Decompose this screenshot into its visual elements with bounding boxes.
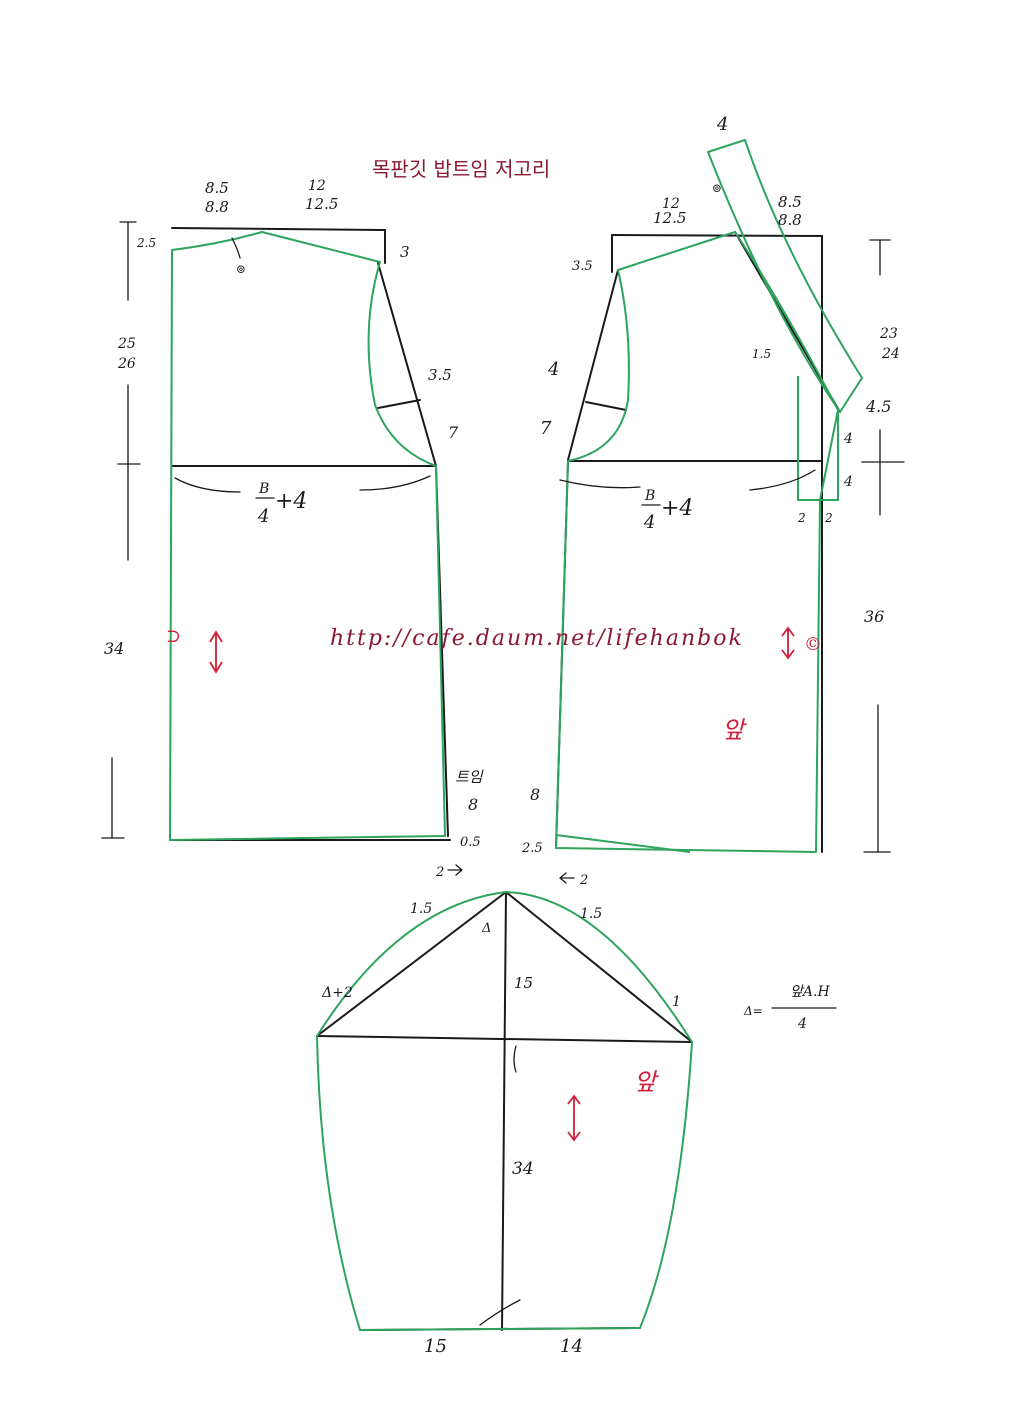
front-chest-arc-right bbox=[749, 469, 816, 491]
front-chest-plus: +4 bbox=[661, 496, 693, 521]
sleeve-delta: Δ bbox=[481, 921, 491, 936]
front-collar-ext: 1.5 bbox=[752, 347, 771, 361]
front-armhole-line bbox=[567, 269, 619, 461]
pattern-title: 목판깃 밥트임 저고리 bbox=[372, 157, 550, 181]
front-facing-width-a: 2 bbox=[797, 511, 806, 525]
front-facing-b: 4 bbox=[843, 474, 853, 490]
front-hem-curve bbox=[555, 834, 691, 853]
back-armhole-guide bbox=[377, 399, 421, 409]
sleeve-center-line bbox=[501, 891, 507, 1331]
sleeve-cap-right: 1.5 bbox=[580, 906, 602, 922]
front-neck-width-a: 8.5 bbox=[778, 193, 802, 211]
front-collar-tip: 4.5 bbox=[865, 397, 891, 416]
back-armhole-point: 3.5 bbox=[428, 366, 452, 384]
sleeve: 1.5 1.5 Δ+2 Δ 15 1 앞 34 15 14 Δ= 앞A.H 4 bbox=[316, 891, 837, 1357]
front-grain-arrow bbox=[781, 626, 795, 660]
front-collar-depth-b: 24 bbox=[881, 346, 900, 362]
back-neck-width-b: 8.8 bbox=[205, 198, 229, 216]
front-grain-mark: ⊚ bbox=[712, 181, 722, 195]
back-chest-arc-left bbox=[174, 477, 241, 493]
front-collar-depth-a: 23 bbox=[879, 326, 898, 342]
front-outline bbox=[555, 231, 839, 853]
back-top-line bbox=[171, 227, 386, 231]
front-facing-a: 4 bbox=[843, 431, 853, 447]
formula-delta: Δ= bbox=[743, 1004, 763, 1018]
front-top-line bbox=[611, 234, 823, 237]
front-shoulder-drop: 3.5 bbox=[572, 259, 593, 274]
back-shoulder-width-b: 12.5 bbox=[305, 195, 338, 213]
back-bottom-offset-arrow bbox=[447, 864, 464, 876]
sleeve-outline bbox=[316, 891, 693, 1331]
front-neck-width-b: 8.8 bbox=[778, 211, 802, 229]
sleeve-center-tick bbox=[513, 1045, 517, 1073]
back-armhole-curve: 7 bbox=[448, 423, 459, 442]
front-fraction-num: B bbox=[644, 488, 655, 504]
front-armhole-point: 4 bbox=[547, 359, 559, 380]
back-fraction-den: 4 bbox=[257, 506, 269, 527]
back-fraction-num: B bbox=[258, 481, 269, 497]
sleeve-front-point: 1 bbox=[672, 994, 681, 1010]
back-slit: 8 bbox=[468, 795, 478, 814]
sleeve-delta-plus: Δ+2 bbox=[321, 985, 353, 1001]
back-grain-arrow bbox=[209, 630, 223, 674]
front-collar-width: 4 bbox=[716, 114, 728, 135]
back-neck-pointer bbox=[231, 237, 241, 259]
sleeve-cuff-tick bbox=[479, 1299, 521, 1326]
front-slit: 8 bbox=[530, 785, 540, 804]
back-hem: 0.5 bbox=[460, 835, 481, 850]
back-armhole-line bbox=[377, 262, 437, 467]
formula-numerator: 앞A.H bbox=[790, 984, 830, 1000]
front-bottom-offset: 2 bbox=[579, 873, 588, 888]
back-chest-plus: +4 bbox=[275, 489, 307, 514]
back-outline bbox=[169, 231, 446, 841]
back-chest-arc-right bbox=[359, 475, 431, 491]
front-bottom-offset-arrow bbox=[558, 872, 575, 884]
back-armhole-depth-a: 25 bbox=[117, 336, 136, 352]
sleeve-cap-line-right bbox=[505, 891, 693, 1043]
back-side-mark: ⊃ bbox=[166, 626, 181, 647]
front-collar-band bbox=[707, 139, 863, 413]
back-shoulder-drop: 3 bbox=[400, 243, 410, 261]
sleeve-cap-left: 1.5 bbox=[410, 901, 432, 917]
sleeve-length: 34 bbox=[512, 1159, 534, 1179]
watermark-url: http://cafe.daum.net/lifehanbok bbox=[330, 626, 744, 651]
sleeve-cap-line-left bbox=[316, 891, 507, 1037]
back-neck-width-a: 8.5 bbox=[205, 179, 229, 197]
back-neck-depth: 2.5 bbox=[136, 236, 156, 250]
front-facing bbox=[797, 376, 839, 501]
front-chest-arc-left bbox=[559, 479, 641, 489]
back-length: 34 bbox=[104, 639, 124, 658]
back-armhole-depth-b: 26 bbox=[117, 356, 136, 372]
front-bodice: 4 ⊚ 8.5 8.8 12 12.5 3.5 4 7 1.5 23 24 4.… bbox=[521, 114, 905, 888]
back-shoulder-width-a: 12 bbox=[308, 178, 326, 194]
formula-denominator: 4 bbox=[797, 1016, 807, 1032]
sleeve-label: 앞 bbox=[634, 1068, 659, 1096]
back-bottom-offset: 2 bbox=[435, 865, 444, 880]
front-length: 36 bbox=[864, 607, 884, 626]
front-armhole-guide bbox=[585, 401, 627, 411]
back-bodice: 8.5 8.8 12 12.5 2.5 3 3.5 7 25 26 ⊚ B 4 … bbox=[101, 178, 484, 880]
front-hem: 2.5 bbox=[521, 841, 543, 856]
front-shoulder-width-b: 12.5 bbox=[653, 209, 686, 227]
sleeve-grain-arrow bbox=[567, 1094, 581, 1142]
front-armhole-curve: 7 bbox=[540, 418, 552, 439]
front-side-mark: © bbox=[804, 634, 822, 655]
sleeve-cuff-left: 15 bbox=[424, 1336, 447, 1357]
sleeve-cuff-right: 14 bbox=[560, 1336, 583, 1357]
front-label: 앞 bbox=[722, 716, 747, 744]
sleeve-cap-height: 15 bbox=[514, 974, 533, 992]
back-slit-label: 트임 bbox=[455, 768, 484, 786]
front-shoulder-width-a: 12 bbox=[662, 196, 680, 212]
back-grain-mark: ⊚ bbox=[236, 262, 246, 276]
front-facing-width-b: 2 bbox=[824, 511, 833, 525]
front-fraction-den: 4 bbox=[643, 512, 655, 533]
